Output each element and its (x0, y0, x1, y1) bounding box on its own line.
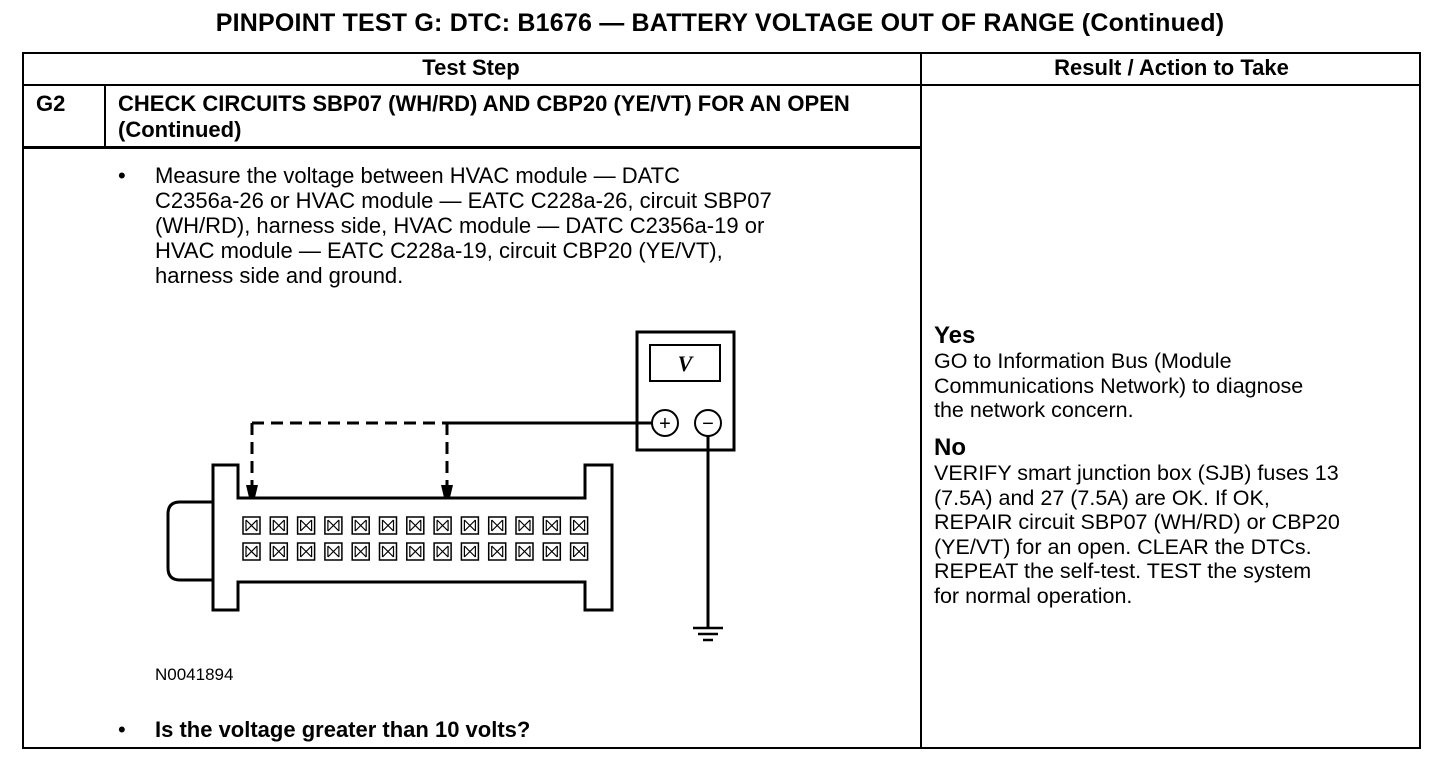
connector-pin-mark (245, 519, 258, 532)
minus-terminal-symbol: − (702, 413, 714, 435)
connector-pin-mark (436, 519, 449, 532)
connector-pin-mark (463, 519, 476, 532)
plus-terminal-symbol: + (659, 413, 671, 435)
connector-pin-mark (545, 545, 558, 558)
header-result-action: Result / Action to Take (1054, 55, 1289, 80)
column-divider (920, 52, 922, 749)
connector-pin-mark (436, 545, 449, 558)
step-title: CHECK CIRCUITS SBP07 (WH/RD) AND CBP20 (… (118, 91, 850, 142)
result-line: Communications Network) to diagnose (934, 373, 1304, 398)
connector-pin-mark (245, 545, 258, 558)
connector-pin-mark (518, 545, 531, 558)
result-line: (7.5A) and 27 (7.5A) are OK. If OK, (934, 485, 1270, 510)
connector-pin-mark (300, 545, 313, 558)
connector-latch (166, 500, 213, 582)
connector-pin-mark (545, 519, 558, 532)
instruction-line: C2356a-26 or HVAC module — EATC C228a-26… (155, 188, 772, 213)
step-number-divider (104, 84, 106, 148)
instruction-line: Measure the voltage between HVAC module … (155, 163, 680, 188)
connector-pin-mark (272, 519, 285, 532)
connector-pin-mark (463, 545, 476, 558)
result-yes: Yes GO to Information Bus (Module Commun… (934, 323, 1414, 423)
figure-id: N0041894 (155, 665, 234, 684)
result-line: VERIFY smart junction box (SJB) fuses 13 (934, 461, 1339, 485)
header-test-step: Test Step (422, 55, 520, 80)
connector-pin-mark (327, 545, 340, 558)
pinpoint-test-table (22, 52, 1421, 749)
step-question: Is the voltage greater than 10 volts? (155, 717, 531, 742)
connector-pins (242, 516, 589, 561)
question-bullet: • (118, 717, 126, 742)
instruction-line: (WH/RD), harness side, HVAC module — DAT… (155, 213, 765, 238)
connector-pin-mark (381, 545, 395, 558)
result-yes-label: Yes (934, 322, 976, 349)
connector-pin-mark (354, 519, 367, 532)
connector-pin-mark (573, 519, 586, 532)
connector-pin-mark (327, 519, 340, 532)
result-line: GO to Information Bus (Module (934, 349, 1232, 373)
instruction-text: Measure the voltage between HVAC module … (155, 163, 910, 288)
result-line: (YE/VT) for an open. CLEAR the DTCs. (934, 534, 1312, 559)
connector-pin-mark (409, 545, 422, 558)
connector-pin-mark (381, 519, 395, 532)
connector-pin-mark (300, 519, 313, 532)
voltmeter-display-label: V (678, 351, 695, 376)
result-no-label: No (934, 434, 966, 461)
connector-pin-mark (491, 519, 504, 532)
connector-pin-mark (573, 545, 586, 558)
step-title-divider (22, 146, 922, 149)
connector-body (211, 463, 614, 612)
connector-pin-mark (272, 545, 285, 558)
connector-pin-mark (354, 545, 367, 558)
result-line: for normal operation. (934, 583, 1133, 608)
result-line: REPAIR circuit SBP07 (WH/RD) or CBP20 (934, 510, 1340, 534)
step-number: G2 (36, 91, 66, 116)
connector-pin-mark (518, 519, 531, 532)
instruction-line: harness side and ground. (155, 263, 404, 288)
result-no: No VERIFY smart junction box (SJB) fuses… (934, 435, 1414, 608)
result-line: the network concern. (934, 398, 1134, 422)
instruction-line: HVAC module — EATC C228a-19, circuit CBP… (155, 238, 723, 263)
result-line: REPEAT the self-test. TEST the system (934, 559, 1312, 583)
instruction-bullet: • (118, 163, 126, 188)
header-divider (22, 84, 1421, 86)
voltmeter-display (649, 344, 721, 382)
page-title: PINPOINT TEST G: DTC: B1676 — BATTERY VO… (215, 9, 1225, 37)
connector-pin-mark (491, 545, 504, 558)
connector-pin-mark (409, 519, 422, 532)
